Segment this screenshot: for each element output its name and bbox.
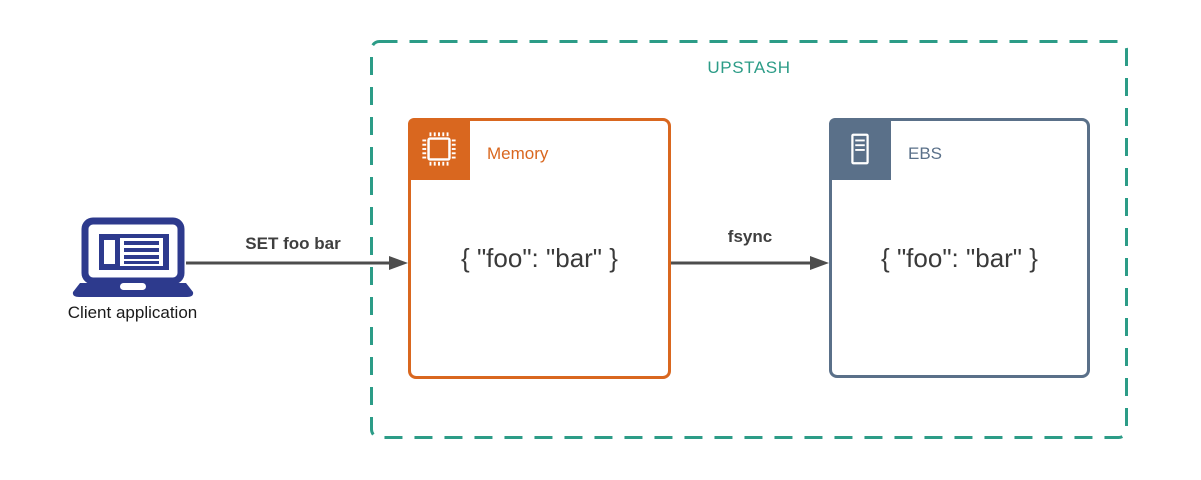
fsync-arrow: [671, 256, 829, 270]
ebs-node: EBS { "foo": "bar" }: [829, 118, 1090, 378]
set-arrow-label: SET foo bar: [245, 234, 341, 253]
fsync-arrow-label: fsync: [727, 227, 773, 246]
memory-label: Memory: [487, 144, 549, 163]
ebs-value: { "foo": "bar" }: [881, 243, 1038, 273]
dashed-border: [370, 40, 1128, 439]
set-arrow: [186, 256, 408, 270]
ebs-label: EBS: [908, 144, 943, 163]
server-icon: [851, 133, 869, 165]
memory-node: Memory { "foo": "bar" }: [408, 118, 671, 379]
client-application-label: Client application: [67, 303, 198, 322]
memory-value: { "foo": "bar" }: [461, 243, 618, 273]
upstash-container: [370, 40, 1128, 439]
ebs-badge: [829, 118, 891, 180]
memory-badge: [408, 118, 470, 180]
upstash-label: UPSTASH: [707, 58, 791, 77]
laptop-icon: [72, 217, 194, 297]
chip-icon: [422, 132, 456, 166]
